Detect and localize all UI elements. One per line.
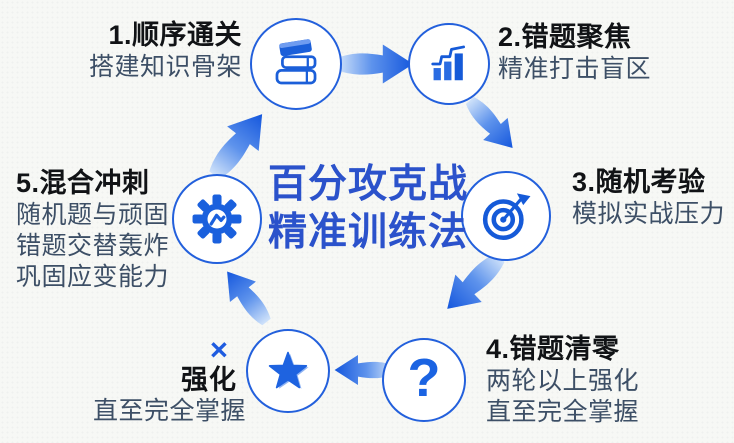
step2-title: 2.错题聚焦 — [498, 22, 632, 52]
step1-node — [250, 18, 342, 110]
step4-desc-line2: 直至完全掌握 — [486, 398, 640, 426]
step5-title: 5.混合冲刺 — [16, 168, 150, 198]
step5-node — [172, 174, 262, 264]
step5-desc-line1: 随机题与顽固 — [16, 201, 170, 229]
arrow-step4-to-star — [334, 355, 393, 385]
arrow-step3-to-step4 — [447, 253, 505, 309]
star-note: × 强化 直至完全掌握 — [78, 332, 246, 427]
arrow-star-to-step5 — [227, 271, 271, 326]
step2-desc: 精准打击盲区 — [498, 55, 652, 83]
center-title: 百分攻克战 精准训练法 — [252, 161, 484, 257]
center-title-line1: 百分攻克战 — [267, 163, 468, 206]
star-note-title: 强化 — [181, 365, 237, 395]
step3-title: 3.随机考验 — [572, 167, 706, 197]
step1-desc: 搭建知识骨架 — [88, 53, 242, 81]
step4-title: 4.错题清零 — [486, 334, 620, 364]
step1-title: 1.顺序通关 — [108, 20, 242, 50]
step4-node: ? — [382, 338, 466, 422]
step1-label: 1.顺序通关 搭建知识骨架 — [40, 19, 242, 83]
step5-desc-line2: 错题交替轰炸 — [16, 232, 170, 260]
step4-desc-line1: 两轮以上强化 — [486, 367, 640, 395]
step2-label: 2.错题聚焦 精准打击盲区 — [498, 21, 708, 85]
arrow-step1-to-step2 — [337, 44, 414, 84]
step5-label: 5.混合冲刺 随机题与顽固 错题交替轰炸 巩固应变能力 — [16, 167, 186, 293]
gear-icon — [192, 194, 242, 244]
bar-chart-icon — [431, 45, 466, 81]
step5-desc-line3: 巩固应变能力 — [16, 263, 170, 291]
star-note-desc: 直至完全掌握 — [92, 397, 246, 425]
step2-node — [408, 23, 490, 105]
arrow-step2-to-step3 — [465, 96, 513, 149]
star-node — [246, 329, 330, 413]
multiply-icon: × — [209, 332, 228, 367]
target-icon — [482, 193, 531, 241]
question-icon: ? — [407, 348, 441, 408]
center-title-line2: 精准训练法 — [267, 211, 468, 254]
books-icon — [275, 39, 317, 85]
arrow-step5-to-step1 — [209, 114, 263, 180]
star-icon — [268, 351, 309, 389]
step3-desc: 模拟实战压力 — [572, 200, 726, 228]
step3-label: 3.随机考验 模拟实战压力 — [572, 166, 732, 230]
step3-node — [461, 171, 551, 261]
step4-label: 4.错题清零 两轮以上强化 直至完全掌握 — [486, 333, 666, 428]
